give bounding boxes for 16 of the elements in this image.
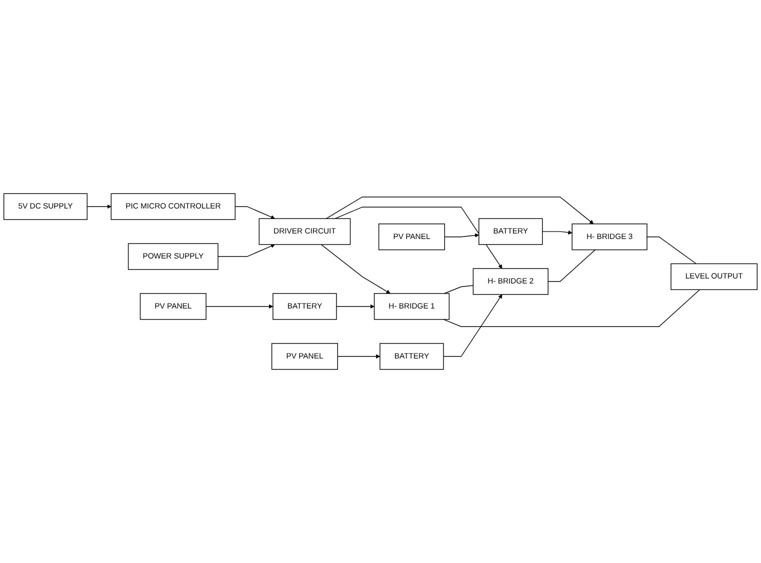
arrow [234, 206, 276, 220]
connector [548, 249, 596, 282]
arrow [218, 244, 276, 257]
arrow [206, 304, 274, 309]
connector [646, 236, 697, 264]
connector [444, 285, 474, 294]
arrow [334, 206, 502, 269]
arrow [326, 196, 594, 224]
arrow [542, 230, 572, 235]
arrow [336, 304, 374, 309]
arrow [86, 204, 112, 209]
arrow [444, 233, 480, 238]
arrow [443, 294, 502, 357]
connector [443, 289, 700, 327]
arrow [337, 354, 380, 358]
arrow [320, 244, 390, 294]
